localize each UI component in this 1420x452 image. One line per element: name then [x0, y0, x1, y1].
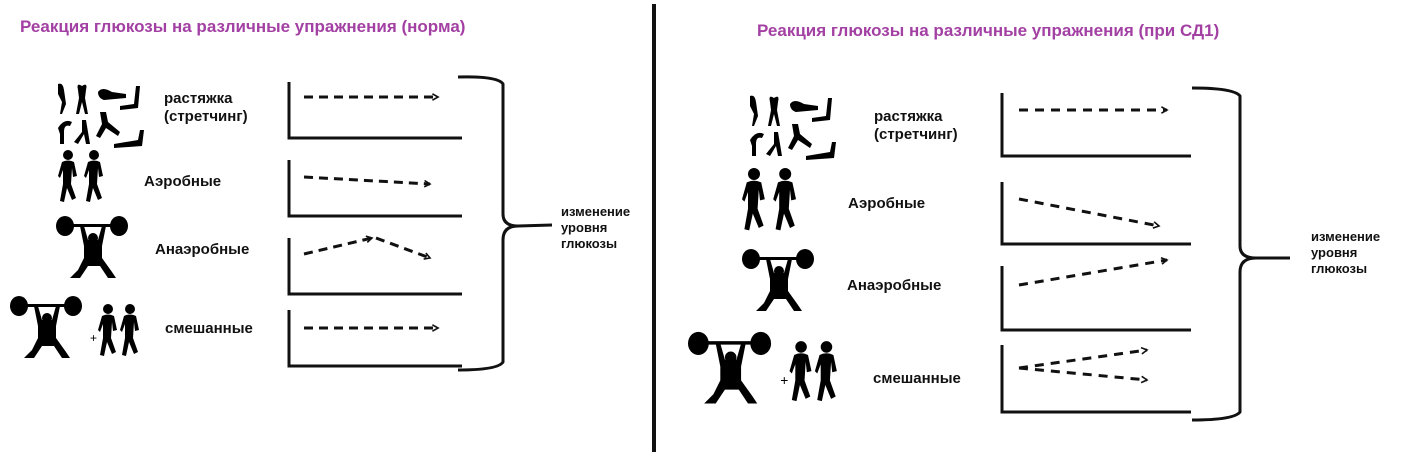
weightlifter-icon	[56, 216, 130, 282]
row-label-anaerobic: Анаэробные	[847, 277, 942, 294]
runners-icon	[58, 150, 108, 210]
row-label-stretching: растяжка (стретчинг)	[874, 108, 958, 143]
stretching-icon	[746, 94, 838, 164]
panel-title: Реакция глюкозы на различные упражнения …	[757, 21, 1220, 40]
brace-label-glucose-change: изменение уровня глюкозы	[1311, 229, 1381, 276]
brace-label-glucose-change: изменение уровня глюкозы	[561, 204, 631, 251]
row-label-mixed: смешанные	[165, 320, 253, 337]
trend-chart-mixed	[286, 310, 466, 370]
trend-chart-anaerobic	[999, 256, 1199, 332]
trend-chart-stretching	[286, 82, 466, 142]
weightlifter-plus-runners-icon: +	[688, 330, 838, 410]
row-label-mixed: смешанные	[873, 370, 961, 387]
trend-chart-aerobic	[286, 160, 466, 220]
curly-brace	[457, 74, 553, 374]
curly-brace	[1191, 86, 1292, 426]
trend-chart-anaerobic	[286, 238, 466, 298]
weightlifter-icon	[742, 246, 816, 318]
row-label-stretching: растяжка (стретчинг)	[164, 90, 248, 125]
svg-text:+: +	[90, 331, 97, 345]
runners-icon	[742, 168, 802, 240]
row-label-aerobic: Аэробные	[144, 173, 222, 190]
panel-divider	[652, 4, 656, 452]
svg-text:+: +	[780, 372, 788, 388]
trend-chart-mixed	[999, 345, 1199, 415]
row-label-anaerobic: Анаэробные	[155, 241, 250, 258]
panel-title: Реакция глюкозы на различные упражнения …	[20, 17, 466, 36]
trend-chart-stretching	[999, 93, 1199, 159]
row-label-aerobic: Аэробные	[848, 195, 926, 212]
trend-chart-aerobic	[999, 182, 1199, 248]
weightlifter-plus-runners-icon: +	[10, 296, 140, 362]
stretching-icon	[54, 82, 146, 152]
